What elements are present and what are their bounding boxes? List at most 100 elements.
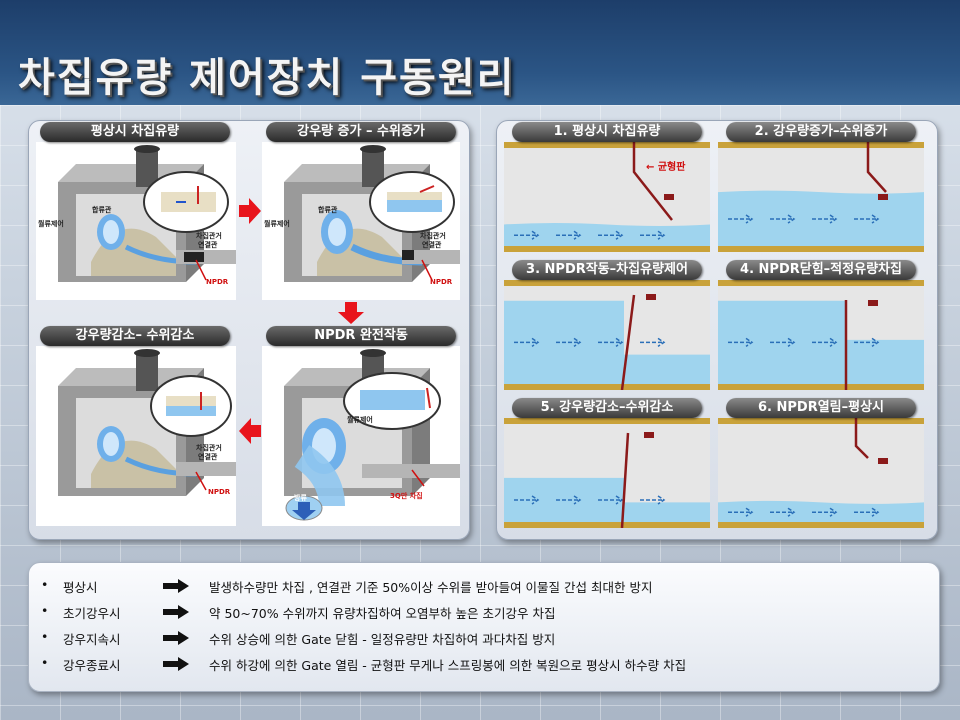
- flow-arrow: [854, 214, 880, 224]
- sequence-frame-2: [718, 142, 924, 252]
- counterweight: [868, 300, 878, 306]
- pipe-wall-bottom: [504, 522, 710, 528]
- gate-plate: [620, 432, 630, 528]
- callout-connection2: 연결관: [422, 240, 442, 249]
- step-label-2: 강우량 증가 – 수위증가: [266, 122, 456, 142]
- pipe-wall-top: [504, 280, 710, 286]
- flow-arrow: [598, 230, 624, 240]
- callout-connection2: 연결관: [198, 452, 218, 461]
- sequence-label-4: 4. NPDR닫힘–적정유량차집: [726, 260, 916, 280]
- counterweight: [644, 432, 654, 438]
- bullet-term: 강우지속시: [63, 632, 121, 647]
- pipe-wall-bottom: [718, 246, 924, 252]
- callout-weir: 월류제어: [38, 219, 64, 228]
- step-label-3: 강우량감소– 수위감소: [40, 326, 230, 346]
- step-image-npdr-full: 월류제어 방류 3Q만 차집: [262, 346, 460, 526]
- flow-arrow: [812, 507, 838, 517]
- flow-arrow: [514, 230, 540, 240]
- flow-arrow: [770, 214, 796, 224]
- callout-connection1: 차집관거: [196, 443, 222, 452]
- bullet-term: 평상시: [63, 580, 98, 595]
- bullet-dot: •: [41, 603, 49, 618]
- flow-arrow: [514, 337, 540, 347]
- flow-arrow: [812, 214, 838, 224]
- callout-connection2: 연결관: [198, 240, 218, 249]
- callout-full-intercept: 3Q만 차집: [390, 491, 423, 500]
- sequence-label-5: 5. 강우량감소–수위감소: [512, 398, 702, 418]
- sequence-frame-5: [504, 418, 710, 528]
- flow-arrow: [854, 337, 880, 347]
- flow-arrow: [640, 337, 666, 347]
- flow-arrow: [812, 337, 838, 347]
- gate-plate: [620, 294, 636, 390]
- bullet-term: 강우종료시: [63, 658, 121, 673]
- callout-npdr: NPDR: [206, 278, 229, 286]
- callout-connection1: 차집관거: [420, 231, 446, 240]
- callout-inflow: 합류관: [92, 205, 112, 214]
- right-arrow-icon: [163, 631, 189, 645]
- sequence-frame-6: [718, 418, 924, 528]
- pipe-wall-top: [718, 280, 924, 286]
- arrow-left-icon: [239, 418, 261, 444]
- bullet-dot: •: [41, 655, 49, 670]
- flow-arrow: [770, 507, 796, 517]
- bullet-dot: •: [41, 577, 49, 592]
- flow-arrow: [854, 507, 880, 517]
- flow-arrow: [556, 230, 582, 240]
- flow-arrow: [556, 337, 582, 347]
- pipe-wall-top: [504, 418, 710, 424]
- sequence-label-6: 6. NPDR열림–평상시: [726, 398, 916, 418]
- counterweight: [664, 194, 674, 200]
- sequence-label-1: 1. 평상시 차집유량: [512, 122, 702, 142]
- flow-arrow: [728, 507, 754, 517]
- callout-connection1: 차집관거: [196, 231, 222, 240]
- flow-arrow: [514, 495, 540, 505]
- step-label-4: NPDR 완전작동: [266, 326, 456, 346]
- callout-npdr: NPDR: [208, 488, 231, 496]
- sequence-frame-3: [504, 280, 710, 390]
- pipe-wall-top: [504, 142, 710, 148]
- right-arrow-icon: [163, 657, 189, 671]
- step-label-1: 평상시 차집유량: [40, 122, 230, 142]
- pipe-wall-bottom: [718, 522, 924, 528]
- header-bar: 차집유량 제어장치 구동원리: [0, 0, 960, 105]
- gate-plate: [854, 418, 869, 459]
- flow-arrow: [728, 214, 754, 224]
- bullet-desc: 약 50~70% 수위까지 유량차집하여 오염부하 높은 초기강우 차집: [209, 606, 556, 621]
- arrow-down-icon: [338, 302, 364, 324]
- flow-arrow: [770, 337, 796, 347]
- pipe-wall-bottom: [504, 384, 710, 390]
- flow-arrow: [640, 230, 666, 240]
- flow-arrow: [598, 337, 624, 347]
- callout-inflow: 합류관: [318, 205, 338, 214]
- callout-weir: 월류제어: [264, 219, 290, 228]
- callout-weir: 월류제어: [347, 415, 373, 424]
- gate-plate: [632, 142, 673, 221]
- gate-plate: [866, 142, 887, 193]
- bullet-term: 초기강우시: [63, 606, 121, 621]
- balance-plate-label: ← 균형판: [646, 160, 686, 173]
- step-image-falling: 차집관거 연결관 NPDR: [36, 346, 236, 526]
- flow-arrow: [640, 495, 666, 505]
- counterweight: [646, 294, 656, 300]
- bullet-desc: 수위 상승에 의한 Gate 닫힘 - 일정유량만 차집하여 과다차집 방지: [209, 632, 556, 647]
- callout-npdr: NPDR: [430, 278, 453, 286]
- arrow-right-icon: [239, 198, 261, 224]
- sequence-frame-4: [718, 280, 924, 390]
- sequence-label-3: 3. NPDR작동–차집유량제어: [512, 260, 702, 280]
- summary-box: • 평상시 발생하수량만 차집 , 연결관 기준 50%이상 수위를 받아들여 …: [28, 562, 940, 692]
- flow-arrow: [728, 337, 754, 347]
- counterweight: [878, 194, 888, 200]
- bullet-dot: •: [41, 629, 49, 644]
- counterweight: [878, 458, 888, 464]
- callout-discharge: 방류: [294, 493, 307, 502]
- page-title: 차집유량 제어장치 구동원리: [18, 55, 516, 101]
- pipe-wall-bottom: [718, 384, 924, 390]
- pipe-wall-bottom: [504, 246, 710, 252]
- flow-arrow: [556, 495, 582, 505]
- step-image-rising: 합류관 월류제어 차집관거 연결관 NPDR: [262, 142, 460, 300]
- sequence-label-2: 2. 강우량증가–수위증가: [726, 122, 916, 142]
- step-image-normal: 합류관 월류제어 차집관거 연결관 NPDR: [36, 142, 236, 300]
- bullet-desc: 수위 하강에 의한 Gate 열림 - 균형판 무게나 스프링봉에 의한 복원으…: [209, 658, 687, 673]
- right-arrow-icon: [163, 605, 189, 619]
